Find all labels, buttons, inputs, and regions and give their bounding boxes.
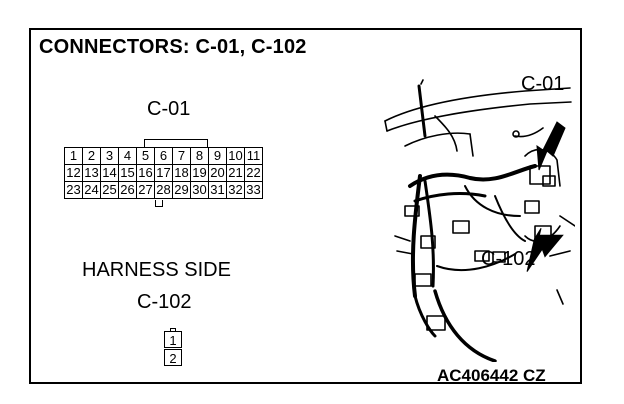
c01-pin: 20	[208, 164, 227, 182]
c01-pin: 19	[190, 164, 209, 182]
c01-pin: 11	[244, 147, 263, 165]
c01-pin: 28	[154, 181, 173, 199]
c102-pin: 1	[164, 331, 182, 348]
c01-connector-latch	[144, 139, 208, 147]
c01-pin: 17	[154, 164, 173, 182]
c01-pin: 31	[208, 181, 227, 199]
c01-pin: 23	[64, 181, 83, 199]
c01-callout-label: C-01	[521, 73, 565, 95]
c01-pin: 1	[64, 147, 83, 165]
c102-callout-label: C-102	[481, 248, 536, 270]
c01-connector-key	[155, 200, 163, 207]
c01-pin: 24	[82, 181, 101, 199]
c01-pin: 12	[64, 164, 83, 182]
c01-pin: 29	[172, 181, 191, 199]
c01-pin: 26	[118, 181, 137, 199]
c102-pin: 2	[164, 349, 182, 366]
c01-pin: 2	[82, 147, 101, 165]
c01-pin: 4	[118, 147, 137, 165]
c01-pin: 22	[244, 164, 263, 182]
c01-pin: 30	[190, 181, 209, 199]
c102-connector: 1 2	[164, 328, 182, 367]
harness-location-illustration	[384, 79, 575, 362]
harness-side-label: HARNESS SIDE	[82, 259, 231, 281]
c01-pin: 25	[100, 181, 119, 199]
c01-pin: 33	[244, 181, 263, 199]
c01-connector-label: C-01	[147, 98, 191, 120]
c01-pin: 18	[172, 164, 191, 182]
c01-pin: 10	[226, 147, 245, 165]
c01-pin: 13	[82, 164, 101, 182]
c01-pin: 16	[136, 164, 155, 182]
c01-pin: 6	[154, 147, 173, 165]
c01-pin: 7	[172, 147, 191, 165]
c01-pin: 8	[190, 147, 209, 165]
diagram-title: CONNECTORS: C-01, C-102	[39, 36, 307, 58]
c01-pin: 9	[208, 147, 227, 165]
c102-connector-label: C-102	[137, 291, 192, 313]
c01-pin: 3	[100, 147, 119, 165]
c01-pin: 27	[136, 181, 155, 199]
c01-pin: 32	[226, 181, 245, 199]
c01-pin: 15	[118, 164, 137, 182]
c102-connector-latch	[170, 328, 176, 331]
c01-pin: 5	[136, 147, 155, 165]
c01-pin: 21	[226, 164, 245, 182]
c01-pin: 14	[100, 164, 119, 182]
figure-code: AC406442 CZ	[437, 366, 546, 385]
